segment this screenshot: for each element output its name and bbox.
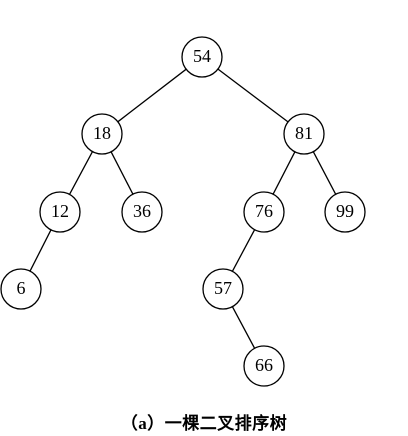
edge-12-6 <box>29 229 52 272</box>
edge-81-76 <box>272 151 296 195</box>
node-circle <box>181 36 223 78</box>
tree-node-18: 18 <box>81 113 123 155</box>
node-circle <box>0 268 42 310</box>
node-label: 99 <box>336 201 354 221</box>
edge-76-57 <box>231 229 256 272</box>
node-circle <box>121 191 163 233</box>
tree-node-76: 76 <box>243 191 285 233</box>
node-label: 54 <box>193 46 211 66</box>
tree-node-36: 36 <box>121 191 163 233</box>
node-label: 66 <box>255 355 273 375</box>
node-label: 36 <box>133 201 151 221</box>
node-circle <box>202 268 244 310</box>
tree-nodes: 54 18 81 12 36 76 99 6 57 66 <box>0 36 366 387</box>
node-label: 18 <box>93 123 111 143</box>
node-label: 6 <box>17 278 26 298</box>
edge-18-36 <box>110 151 134 195</box>
node-label: 57 <box>214 278 232 298</box>
node-circle <box>243 345 285 387</box>
edge-18-12 <box>68 151 94 195</box>
node-circle <box>81 113 123 155</box>
node-circle <box>283 113 325 155</box>
tree-edges <box>29 68 337 349</box>
tree-node-6: 6 <box>0 268 42 310</box>
tree-node-66: 66 <box>243 345 285 387</box>
node-circle <box>324 191 366 233</box>
tree-node-54: 54 <box>181 36 223 78</box>
tree-node-99: 99 <box>324 191 366 233</box>
node-circle <box>39 191 81 233</box>
node-label: 12 <box>51 201 69 221</box>
edge-54-18 <box>117 68 187 123</box>
edge-81-99 <box>312 151 337 195</box>
tree-node-57: 57 <box>202 268 244 310</box>
node-circle <box>243 191 285 233</box>
diagram-caption: （a）一棵二叉排序树 <box>120 414 288 433</box>
node-label: 81 <box>295 123 313 143</box>
edge-57-66 <box>231 306 256 349</box>
edge-54-81 <box>217 68 289 123</box>
node-label: 76 <box>255 201 273 221</box>
tree-node-81: 81 <box>283 113 325 155</box>
tree-node-12: 12 <box>39 191 81 233</box>
